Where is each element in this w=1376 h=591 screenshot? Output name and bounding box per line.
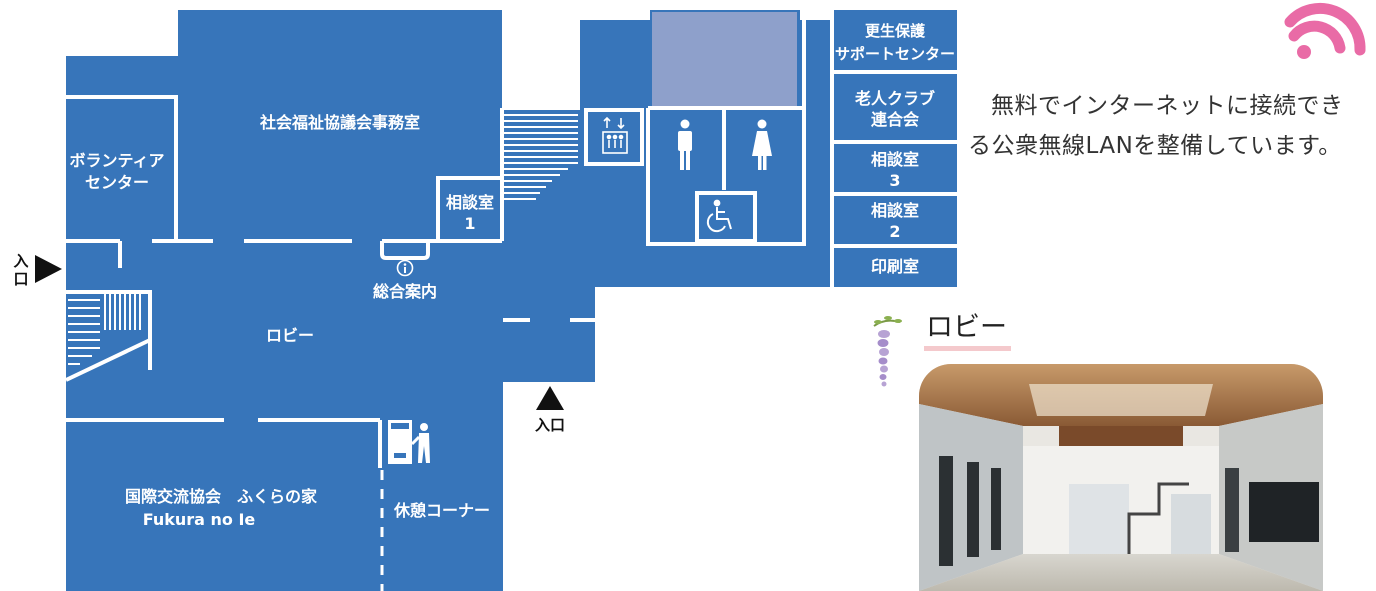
room-rehab-support-1: 更生保護 <box>865 22 926 40</box>
entrance-bottom-label: 入口 <box>535 416 565 434</box>
lobby-title: ロビー <box>924 312 1011 351</box>
room-consultation-2-a: 相談室 <box>871 201 919 220</box>
lobby-photo-illustration <box>919 364 1323 591</box>
room-social-welfare-office: 社会福祉協議会事務室 <box>259 113 420 132</box>
room-volunteer-center-1: ボランティア <box>69 151 164 170</box>
info-icon <box>396 259 414 277</box>
room-rehab-support-2: サポートセンター <box>835 45 955 63</box>
room-international-1: 国際交流協会 ふくらの家 <box>125 487 318 506</box>
room-consultation-3-a: 相談室 <box>871 150 919 169</box>
accessible-restroom-icon <box>706 199 732 233</box>
room-consultation-2-b: 2 <box>889 222 900 241</box>
floor-area <box>66 10 957 591</box>
room-info-desk: 総合案内 <box>373 282 437 301</box>
entrance-left-label-1: 入 <box>13 252 28 270</box>
wisteria-icon <box>873 316 902 387</box>
entrance-left-arrow <box>35 255 62 283</box>
stairs-left <box>68 294 141 365</box>
room-seniors-club-2: 連合会 <box>871 110 919 129</box>
room-consultation-1-b: 1 <box>464 214 475 233</box>
room-rest-corner: 休憩コーナー <box>393 501 490 520</box>
entrance-left-label-2: 口 <box>13 270 28 288</box>
lobby-photo <box>919 364 1323 591</box>
entrance-bottom-arrow <box>536 386 564 410</box>
wifi-dot <box>1297 45 1311 59</box>
room-lobby: ロビー <box>266 326 314 345</box>
room-volunteer-center-2: センター <box>85 173 149 192</box>
room-consultation-1-a: 相談室 <box>446 193 494 212</box>
lobby-heading: ロビー <box>870 312 1011 351</box>
womens-restroom-icon <box>752 119 772 170</box>
upper-void <box>652 12 797 106</box>
room-consultation-3-b: 3 <box>889 171 900 190</box>
room-print-room: 印刷室 <box>871 257 919 276</box>
mens-restroom-icon <box>678 119 692 170</box>
wifi-icon <box>1284 2 1366 56</box>
room-seniors-club-1: 老人クラブ <box>854 89 935 108</box>
wifi-notice-text: 無料でインターネットに接続できる公衆無線LANを整備しています。 <box>968 93 1344 159</box>
interior-walls <box>65 10 957 468</box>
vending-machine-icon <box>388 420 430 464</box>
elevator-icon <box>602 116 628 154</box>
stairs-center <box>504 114 578 200</box>
room-international-2: Fukura no Ie <box>143 510 256 529</box>
